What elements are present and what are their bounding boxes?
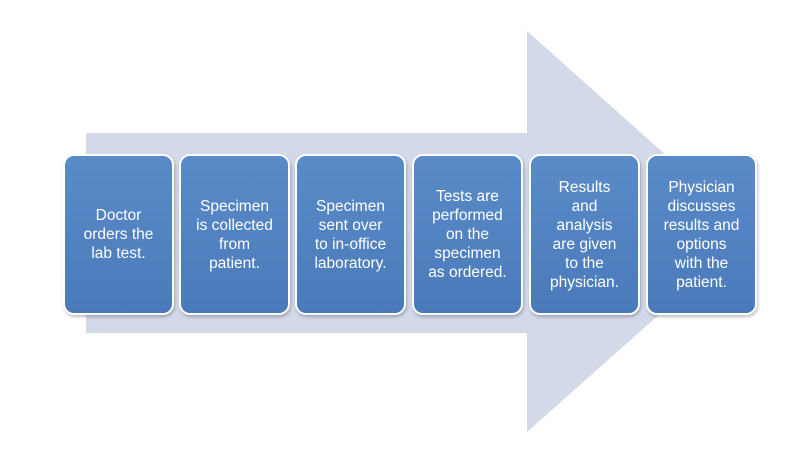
step-label-3: Specimen sent over to in-office laborato…: [314, 197, 387, 272]
step-box-1: Doctor orders the lab test.: [63, 154, 174, 315]
step-box-4: Tests are performed on the specimen as o…: [412, 154, 523, 315]
step-box-5: Results and analysis are given to the ph…: [529, 154, 640, 315]
step-box-2: Specimen is collected from patient.: [179, 154, 290, 315]
step-label-2: Specimen is collected from patient.: [196, 197, 273, 272]
step-box-6: Physician discusses results and options …: [646, 154, 757, 315]
step-label-6: Physician discusses results and options …: [663, 178, 740, 291]
step-label-1: Doctor orders the lab test.: [83, 207, 154, 262]
step-label-5: Results and analysis are given to the ph…: [550, 178, 619, 291]
step-label-4: Tests are performed on the specimen as o…: [428, 188, 507, 281]
step-box-3: Specimen sent over to in-office laborato…: [295, 154, 406, 315]
